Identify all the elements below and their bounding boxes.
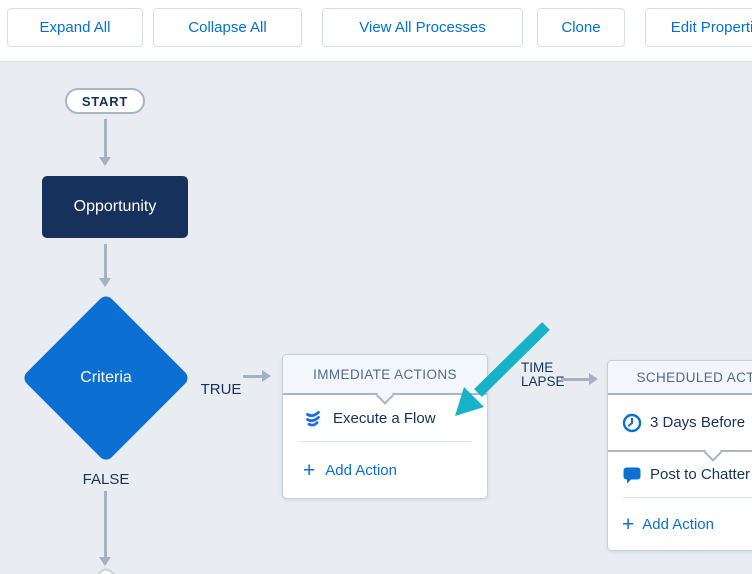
plus-icon: + xyxy=(303,458,316,482)
connector-true xyxy=(243,375,262,378)
schedule-item-3-days-before[interactable]: 3 Days Before xyxy=(608,395,752,462)
arrowhead-down-icon xyxy=(99,557,111,566)
collapse-all-button[interactable]: Collapse All xyxy=(153,8,302,47)
start-label: START xyxy=(81,93,129,109)
action-item-execute-flow[interactable]: Execute a Flow xyxy=(283,395,487,441)
clone-button[interactable]: Clone xyxy=(537,8,625,47)
scheduled-actions-header: SCHEDULED ACTIONS xyxy=(608,361,752,395)
next-criteria-node[interactable] xyxy=(21,565,191,574)
clock-icon xyxy=(622,413,642,433)
connector-time-lapse xyxy=(561,378,589,381)
edit-properties-button[interactable]: Edit Properties xyxy=(645,8,752,47)
true-branch-label: TRUE xyxy=(200,381,242,398)
chatter-icon xyxy=(622,466,642,484)
immediate-actions-header-label: IMMEDIATE ACTIONS xyxy=(313,366,457,382)
scheduled-actions-header-label: SCHEDULED ACTIONS xyxy=(636,369,752,385)
immediate-actions-header: IMMEDIATE ACTIONS xyxy=(283,355,487,405)
toolbar: Expand All Collapse All View All Process… xyxy=(0,0,752,61)
schedule-item-label: 3 Days Before xyxy=(650,414,746,431)
start-node: START xyxy=(65,88,145,114)
connector-object-criteria xyxy=(104,244,107,278)
add-action-button[interactable]: + Add Action xyxy=(608,498,752,550)
time-lapse-line1: TIME xyxy=(521,360,554,375)
action-item-label: Execute a Flow xyxy=(333,409,436,427)
scheduled-actions-box: SCHEDULED ACTIONS 3 Days Before Post to … xyxy=(607,360,752,551)
view-all-processes-button[interactable]: View All Processes xyxy=(322,8,523,47)
add-action-button[interactable]: + Add Action xyxy=(283,442,487,498)
arrowhead-right-icon xyxy=(589,373,598,385)
action-item-label: Post to Chatter xyxy=(650,466,751,483)
action-item-post-to-chatter[interactable]: Post to Chatter xyxy=(608,452,752,497)
criteria-node[interactable] xyxy=(21,293,191,463)
connector-start-object xyxy=(104,119,107,157)
arrowhead-down-icon xyxy=(99,157,111,166)
add-action-label: Add Action xyxy=(642,515,714,533)
process-canvas: START Opportunity Criteria TRUE FALSE IM… xyxy=(0,61,752,574)
time-lapse-line2: LAPSE xyxy=(521,374,565,389)
flow-icon xyxy=(303,408,323,428)
plus-icon: + xyxy=(622,512,635,536)
arrowhead-down-icon xyxy=(99,278,111,287)
arrowhead-right-icon xyxy=(262,370,271,382)
immediate-actions-box: IMMEDIATE ACTIONS Execute a Flow + Add A… xyxy=(282,354,488,499)
trigger-object-label: Opportunity xyxy=(73,198,157,215)
add-action-label: Add Action xyxy=(325,461,397,479)
row-divider xyxy=(623,497,752,498)
row-divider xyxy=(298,441,472,442)
connector-false xyxy=(104,491,107,557)
false-branch-label: FALSE xyxy=(82,471,130,488)
time-lapse-label: TIME LAPSE xyxy=(521,361,565,389)
expand-all-button[interactable]: Expand All xyxy=(7,8,143,47)
trigger-object-node[interactable]: Opportunity xyxy=(42,176,188,238)
